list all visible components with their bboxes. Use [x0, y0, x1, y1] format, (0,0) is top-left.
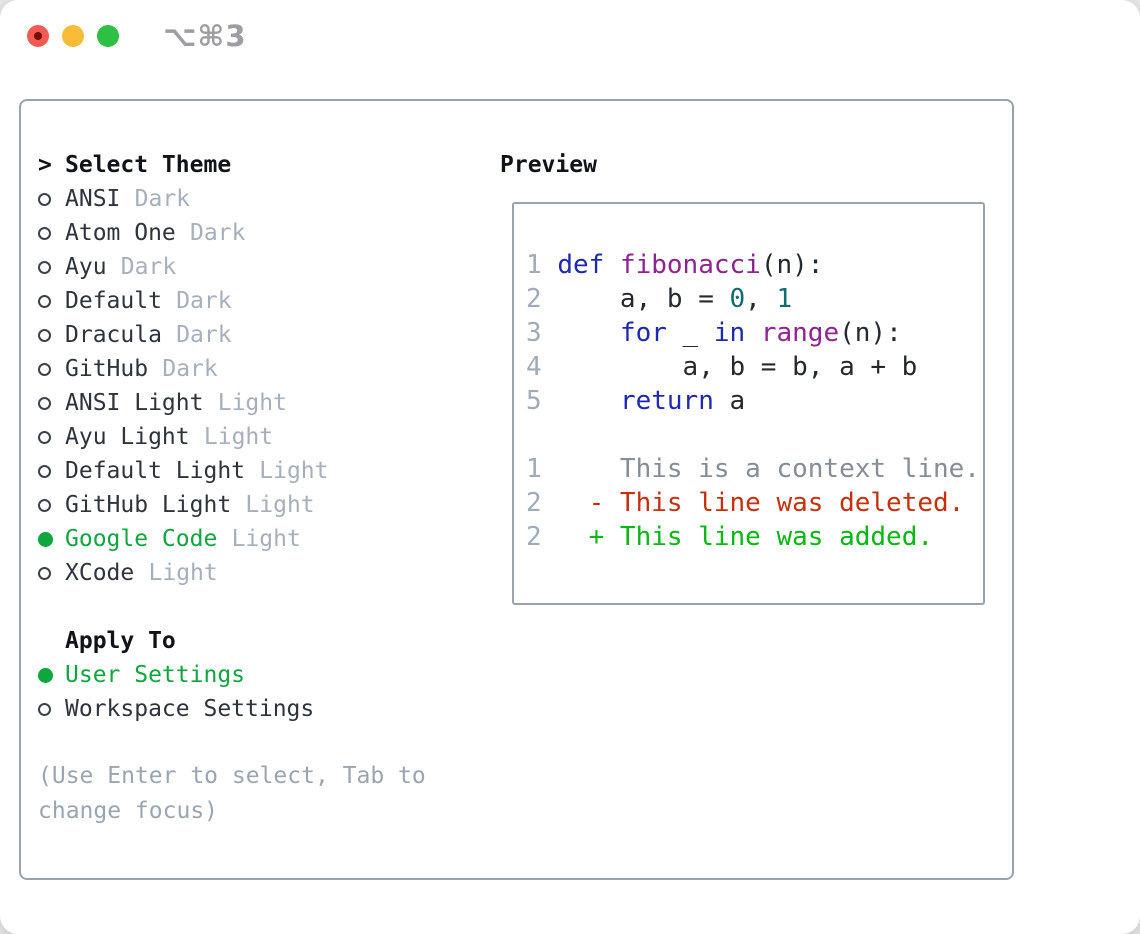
option-label: Google Code	[65, 526, 218, 552]
theme-option[interactable]: Default Dark	[38, 284, 329, 318]
radio-unselected-icon	[38, 362, 65, 376]
theme-list-header: > Select Theme	[38, 148, 329, 182]
theme-option[interactable]: XCode Light	[38, 556, 329, 590]
code-preview: 1 def fibonacci(n): 2 a, b = 0, 1 3 for _ …	[514, 204, 983, 554]
preview-box: 1 def fibonacci(n): 2 a, b = 0, 1 3 for _ …	[512, 202, 985, 605]
code-line: 5 return a	[526, 386, 746, 416]
code-line: 1 This is a context line.	[526, 454, 980, 484]
theme-option[interactable]: GitHub Dark	[38, 352, 329, 386]
option-label: Dracula	[65, 322, 162, 348]
theme-option[interactable]: Default Light Light	[38, 454, 329, 488]
option-variant-label: Dark	[176, 288, 232, 314]
apply-to-option[interactable]: User Settings	[38, 658, 314, 692]
option-label: Ayu	[65, 254, 107, 280]
code-line: 2 + This line was added.	[526, 522, 933, 552]
option-label: ANSI	[65, 186, 121, 212]
radio-unselected-icon	[38, 328, 65, 342]
close-button-icon[interactable]	[27, 25, 49, 47]
radio-unselected-icon	[38, 566, 65, 580]
theme-option[interactable]: Google Code Light	[38, 522, 329, 556]
help-text: (Use Enter to select, Tab to change focu…	[38, 763, 426, 824]
option-label: ANSI Light	[65, 390, 204, 416]
option-label: User Settings	[65, 662, 246, 688]
option-label: GitHub Light	[65, 492, 232, 518]
window-shortcut-label: ⌥⌘3	[163, 19, 247, 53]
option-variant-label: Dark	[162, 356, 218, 382]
theme-option[interactable]: Atom One Dark	[38, 216, 329, 250]
code-line: 2 a, b = 0, 1	[526, 284, 793, 314]
radio-unselected-icon	[38, 396, 65, 410]
option-variant-label: Dark	[134, 186, 191, 212]
preview-title: Preview	[500, 152, 597, 178]
traffic-lights	[27, 25, 119, 47]
minimize-button-icon[interactable]	[62, 25, 84, 47]
radio-unselected-icon	[38, 294, 65, 308]
theme-option[interactable]: Dracula Dark	[38, 318, 329, 352]
code-line: 3 for _ in range(n):	[526, 318, 902, 348]
radio-selected-icon	[38, 531, 65, 547]
zoom-button-icon[interactable]	[97, 25, 119, 47]
option-variant-label: Dark	[120, 254, 177, 280]
option-label: XCode	[65, 560, 135, 586]
apply-to-title: Apply To	[65, 628, 176, 654]
option-variant-label: Dark	[190, 220, 246, 246]
theme-option[interactable]: ANSI Light Light	[38, 386, 329, 420]
option-variant-label: Light	[203, 424, 274, 450]
radio-unselected-icon	[38, 430, 65, 444]
radio-unselected-icon	[38, 192, 65, 206]
prompt-caret-icon: >	[38, 152, 52, 178]
code-line: 1 def fibonacci(n):	[526, 250, 824, 280]
option-label: Atom One	[65, 220, 176, 246]
theme-option[interactable]: ANSI Dark	[38, 182, 329, 216]
option-label: Workspace Settings	[65, 696, 315, 722]
apply-to-option[interactable]: Workspace Settings	[38, 692, 314, 726]
option-variant-label: Light	[259, 458, 329, 484]
radio-unselected-icon	[38, 464, 65, 478]
blank-line	[526, 418, 983, 452]
option-variant-label: Light	[245, 492, 315, 518]
theme-list-title: Select Theme	[65, 152, 232, 178]
radio-unselected-icon	[38, 226, 65, 240]
option-label: Default Light	[65, 458, 246, 484]
option-label: Ayu Light	[65, 424, 190, 450]
radio-selected-icon	[38, 667, 65, 683]
theme-option[interactable]: Ayu Dark	[38, 250, 329, 284]
theme-option[interactable]: GitHub Light Light	[38, 488, 329, 522]
option-variant-label: Dark	[176, 322, 232, 348]
apply-to-header: Apply To	[38, 624, 314, 658]
code-line: 4 a, b = b, a + b	[526, 352, 918, 382]
option-variant-label: Light	[231, 526, 301, 552]
option-label: Default	[65, 288, 162, 314]
option-variant-label: Light	[217, 390, 287, 416]
theme-option[interactable]: Ayu Light Light	[38, 420, 329, 454]
radio-unselected-icon	[38, 702, 65, 716]
option-label: GitHub	[65, 356, 149, 382]
code-line: 2 - This line was deleted.	[526, 488, 965, 518]
option-variant-label: Light	[148, 560, 218, 586]
radio-unselected-icon	[38, 260, 65, 274]
radio-unselected-icon	[38, 498, 65, 512]
